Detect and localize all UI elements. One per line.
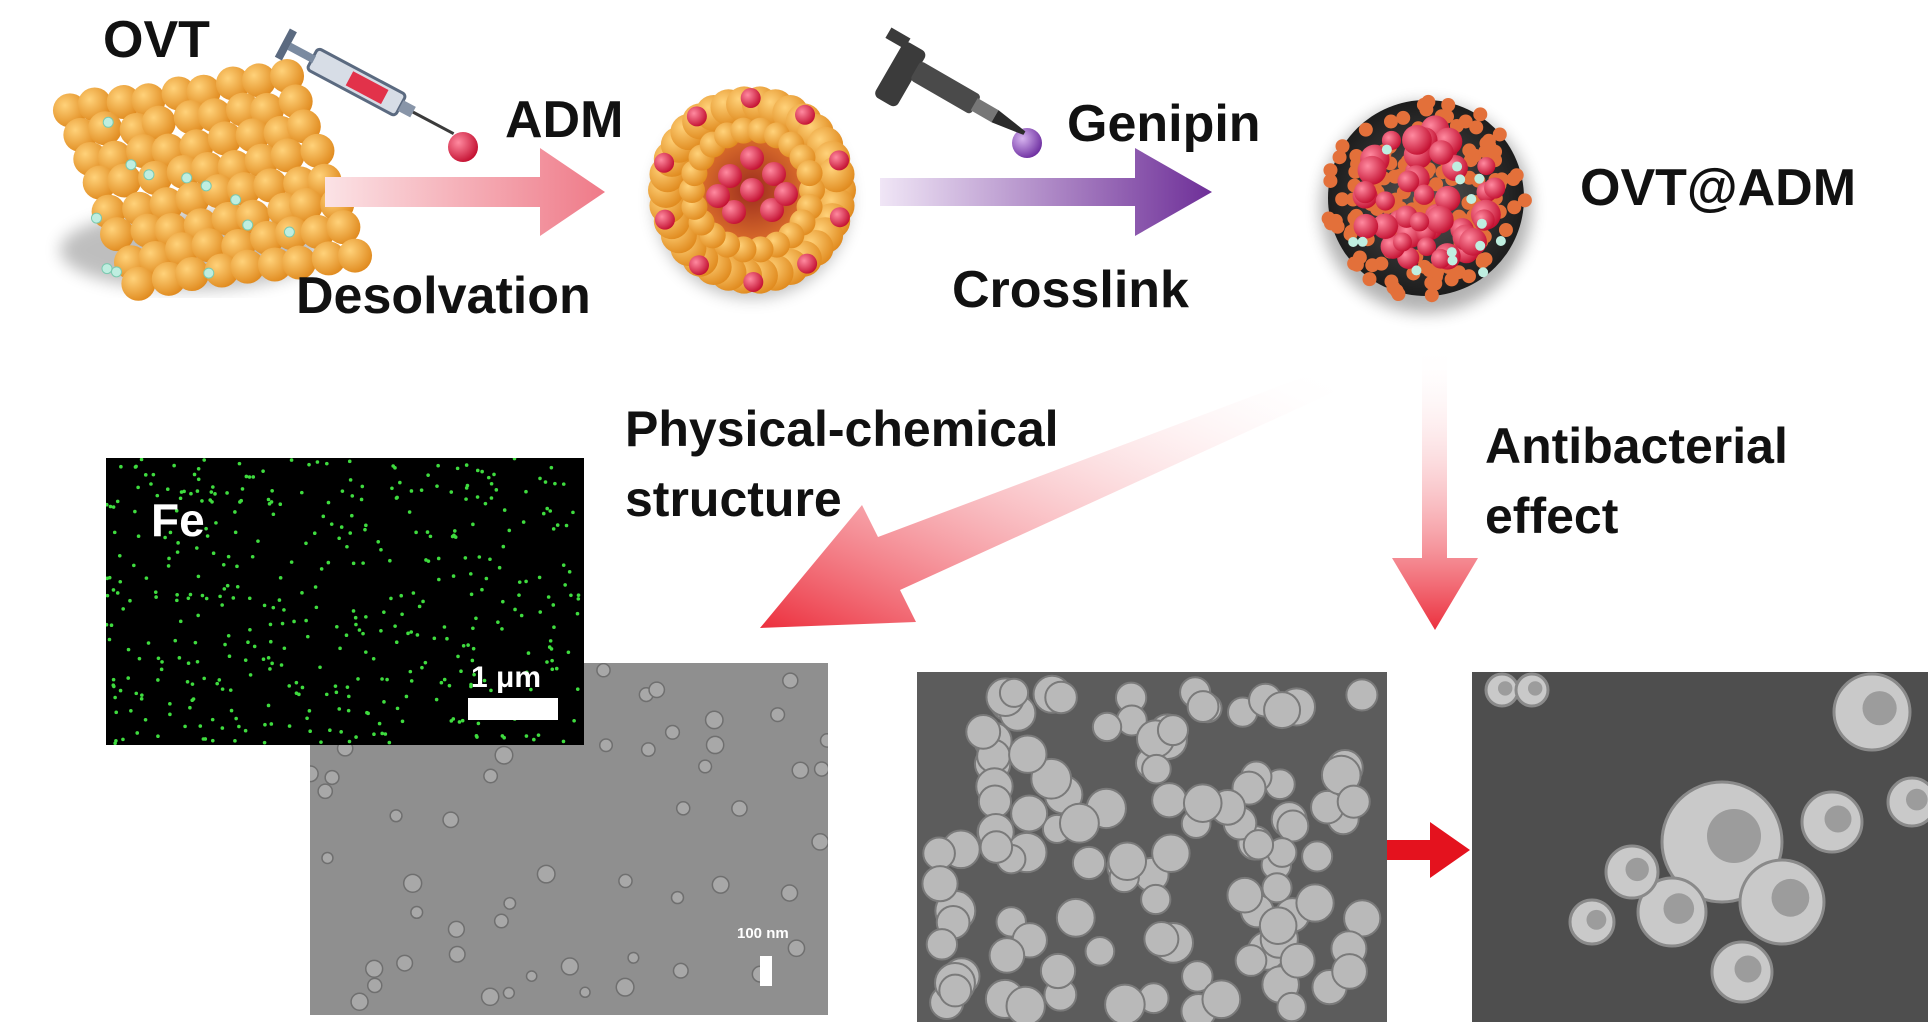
- eds-element-label: Fe: [151, 493, 205, 547]
- genipin-molecule-icon: [1012, 128, 1042, 158]
- eds-scale-bar: [468, 698, 558, 720]
- eds-fe-map: Fe 1 μm: [106, 458, 584, 745]
- sem-bacteria-treated: [1472, 672, 1928, 1022]
- eds-scale-label: 1 μm: [471, 661, 541, 695]
- sem-scale-bar: [760, 956, 772, 986]
- antibacterial-arrow: [1392, 345, 1478, 630]
- antibac-label-line1: Antibacterial: [1485, 417, 1788, 475]
- treatment-arrow: [1385, 822, 1470, 878]
- sem-bacteria-untreated: [917, 672, 1387, 1022]
- desolvation-label: Desolvation: [296, 266, 591, 326]
- physchem-label-line2: structure: [625, 470, 842, 528]
- sem-scale-label: 100 nm: [737, 925, 789, 942]
- ovt-adm-crosslinked-particle: [1321, 95, 1532, 313]
- ovt-protein-lattice: [53, 59, 372, 301]
- pipette-icon: [857, 28, 1036, 171]
- ovt-label: OVT: [103, 10, 210, 70]
- antibac-label-line2: effect: [1485, 487, 1618, 545]
- crosslink-label: Crosslink: [952, 260, 1189, 320]
- ovt-adm-nanoparticle: [648, 86, 856, 298]
- adm-label: ADM: [505, 90, 623, 150]
- crosslink-arrow: [880, 148, 1212, 236]
- physchem-label-line1: Physical-chemical: [625, 400, 1059, 458]
- product-label: OVT@ADM: [1580, 158, 1856, 218]
- adm-molecule-icon: [448, 132, 478, 162]
- genipin-label: Genipin: [1067, 94, 1261, 154]
